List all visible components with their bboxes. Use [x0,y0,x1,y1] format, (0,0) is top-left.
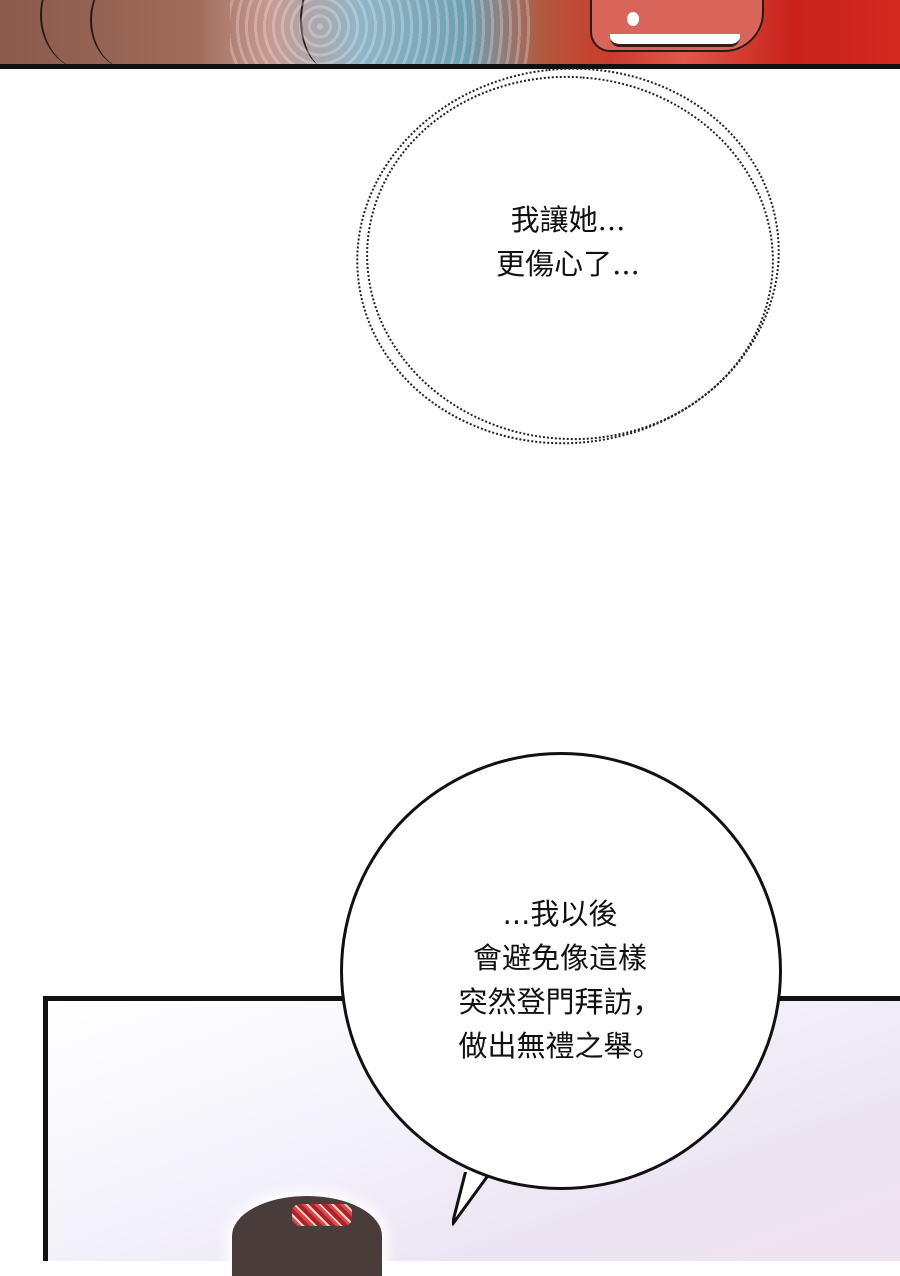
top-panel-artwork [0,0,900,66]
speech-text: ...我以後 會避免像這樣 突然登門拜訪， 做出無禮之舉。 [340,892,780,1068]
dialogue-line: 更傷心了... [496,247,640,281]
dialogue-line: 我讓她... [510,203,626,237]
dialogue-line: ...我以後 [502,897,618,931]
dialogue-line: 做出無禮之舉。 [458,1029,662,1063]
speech-bubble: ...我以後 會避免像這樣 突然登門拜訪， 做出無禮之舉。 [340,752,784,1226]
whisper-bubble: 我讓她... 更傷心了... [337,46,799,466]
whisper-text: 我讓她... 更傷心了... [352,198,784,286]
dialogue-line: 突然登門拜訪， [458,985,662,1019]
lace-fabric [230,0,530,66]
bubble-outline [340,752,782,1190]
dialogue-line: 會避免像這樣 [472,941,647,975]
character-mouth [610,34,740,47]
panel-border [0,64,900,69]
hair-ornament [292,1204,352,1226]
hair-strand [300,0,362,66]
hair-strand [90,0,172,66]
face-highlight [627,12,639,26]
